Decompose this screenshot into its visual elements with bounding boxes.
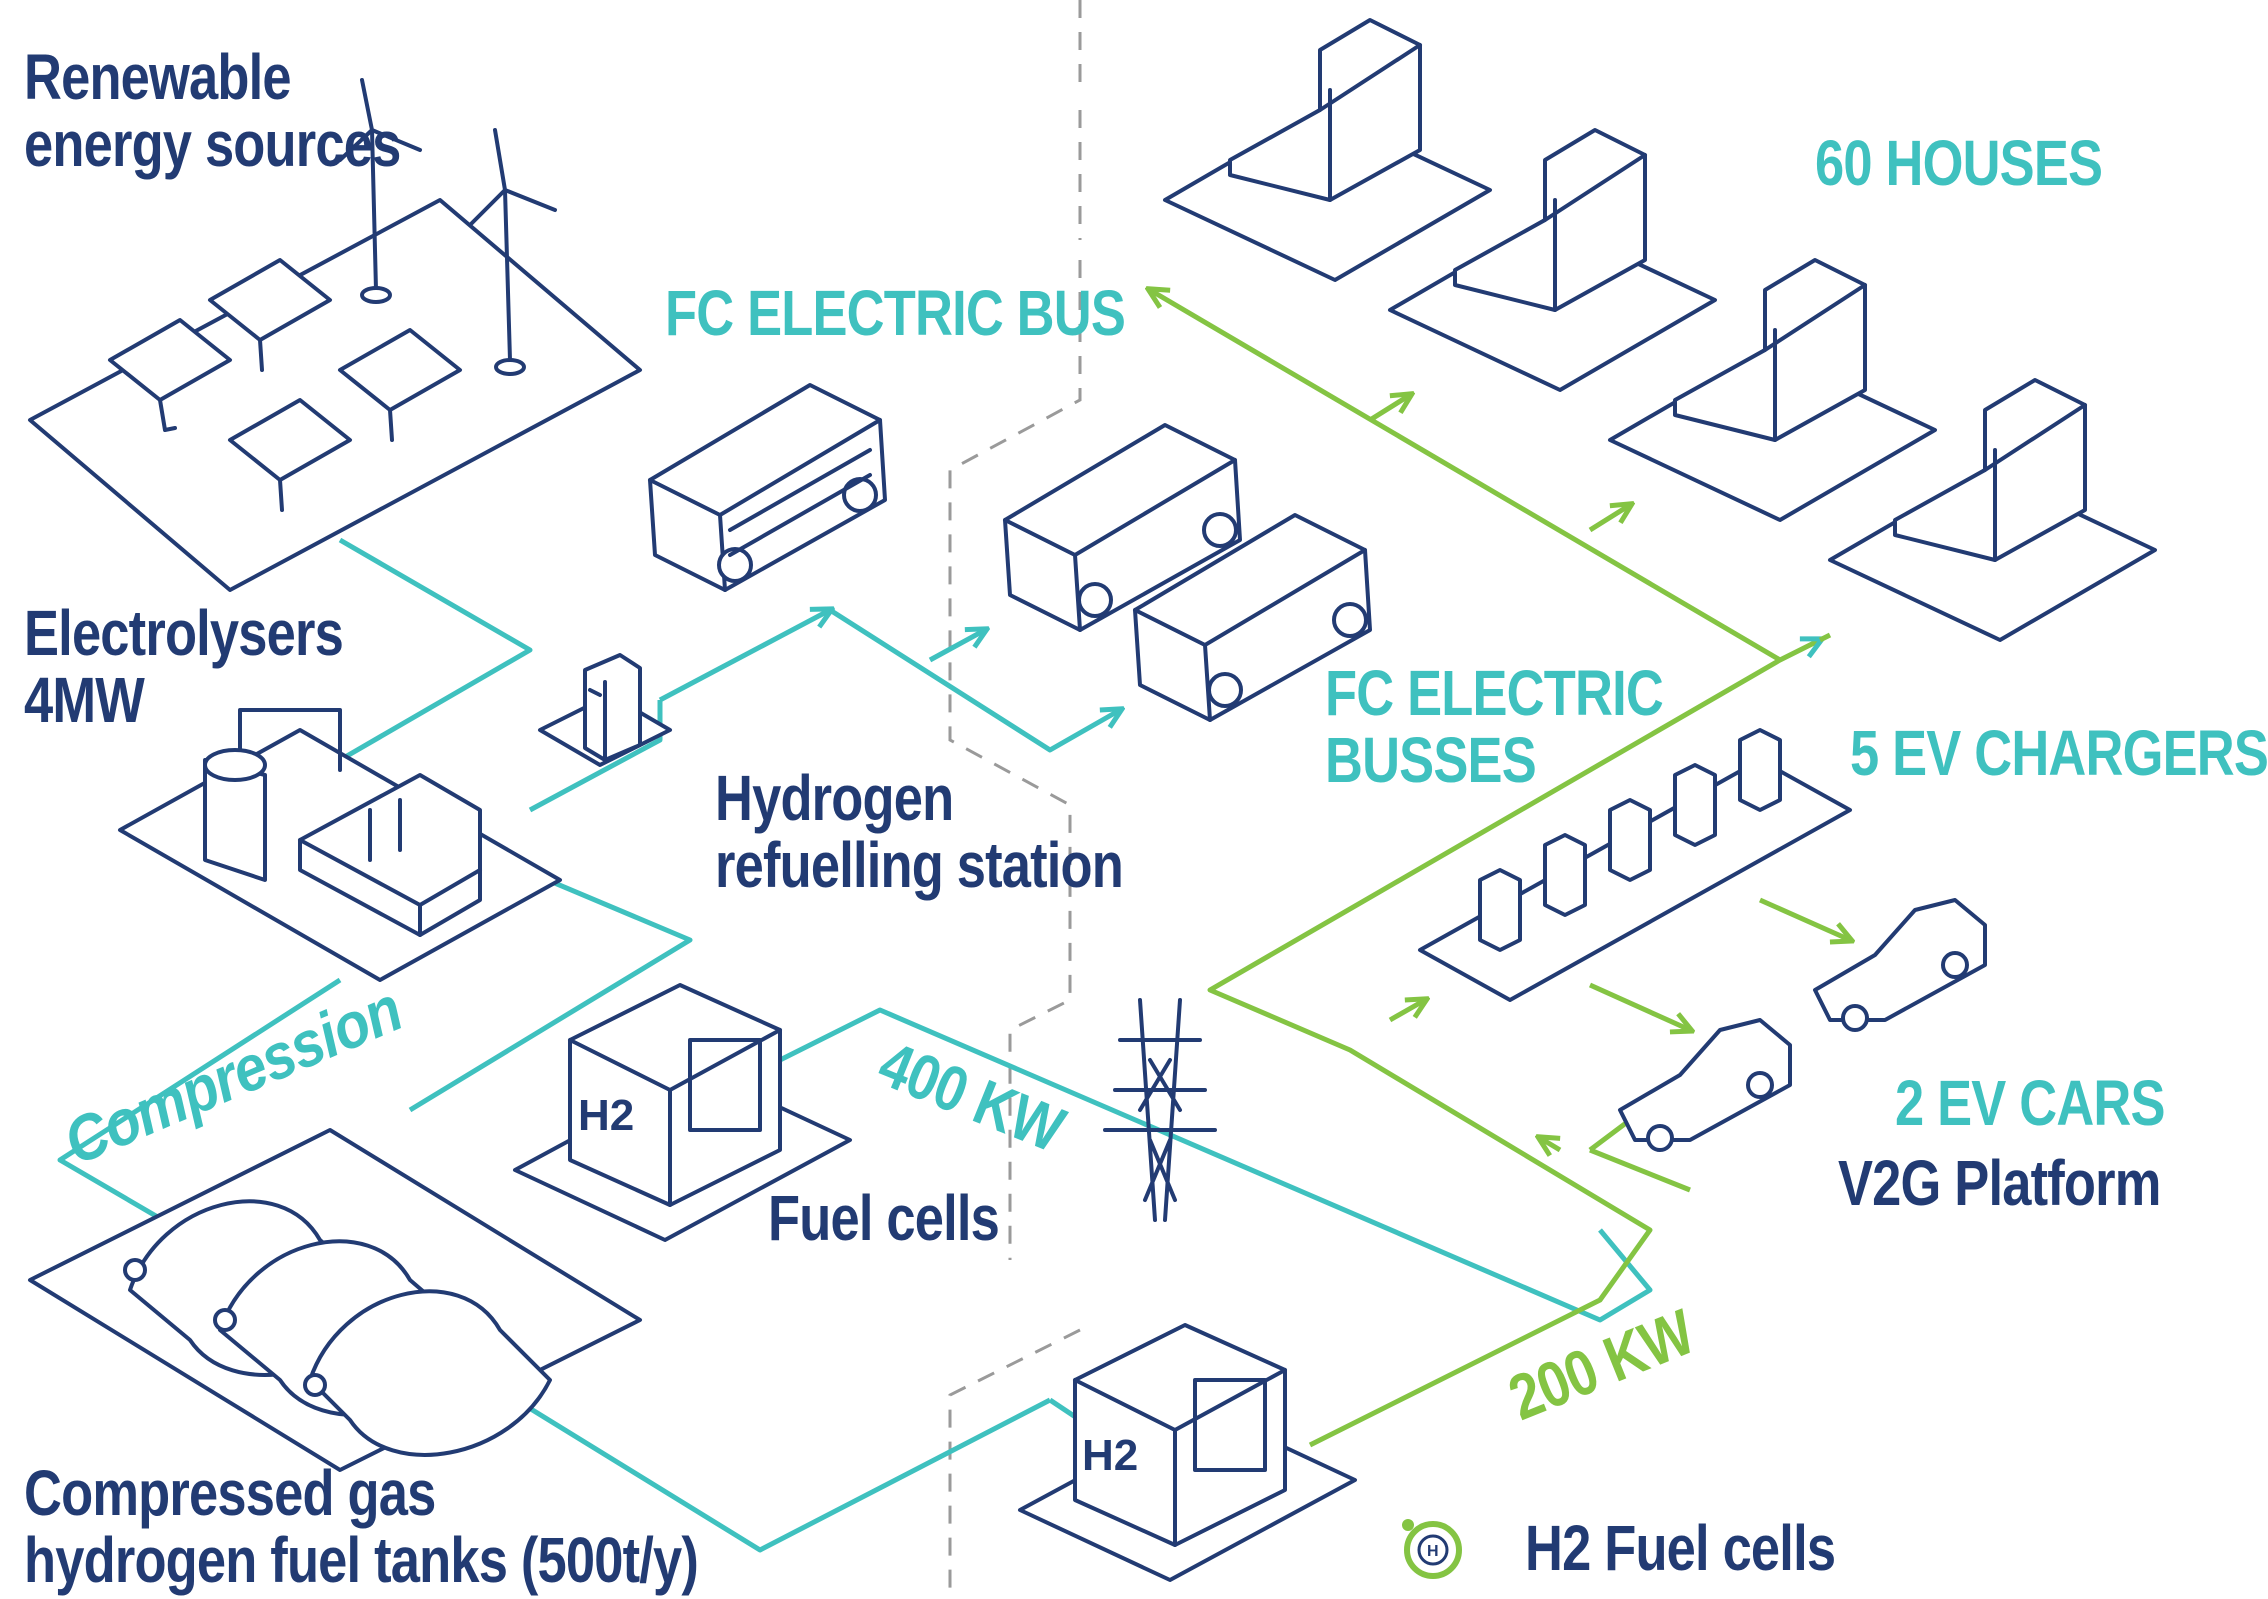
solar-panel-icon [108,258,462,512]
houses-label: 60 HOUSES [1815,127,2103,199]
h-glyph: H [1427,1543,1439,1560]
tanks-label: Compressed gas hydrogen fuel tanks (500t… [24,1457,699,1597]
refuelling-line-2: refuelling station [715,829,1124,902]
electrolysers-label: Electrolysers 4MW [24,597,344,737]
h2-tag: H2 [578,1091,634,1140]
fuel-cells-label: Fuel cells [768,1182,1000,1254]
refuelling-label: Hydrogen refuelling station [715,762,1124,902]
house-icon [1608,258,1937,522]
fuel-cell-icon [1018,1323,1357,1582]
renewable-line-2: energy sources [24,108,401,181]
fc-busses-label: FC ELECTRIC BUSSES [1325,657,1664,797]
chargers-label: 5 EV CHARGERS [1850,717,2268,789]
electrolysers-line-2: 4MW [24,664,145,737]
h2-tag: H2 [1082,1431,1138,1480]
house-icon [1828,378,2157,642]
electrolysers-line-1: Electrolysers [24,597,344,669]
electrolyser-icon [118,708,562,982]
ev-charger-icon [1418,728,1852,1002]
divider-line [948,0,1082,1599]
v2g-label: V2G Platform [1838,1147,2161,1219]
tanks-line-2: hydrogen fuel tanks (500t/y) [24,1524,699,1597]
fuel-cell-icon [513,983,852,1242]
ev-cars-label: 2 EV CARS [1895,1067,2165,1139]
pylon-icon [1103,998,1217,1222]
renewable-line-1: Renewable [24,41,292,113]
wind-turbine-icon [338,78,557,376]
hydrogen-tank-icon [28,1128,642,1472]
legend-h2-label: H2 Fuel cells [1525,1512,1836,1584]
house-icon [1388,128,1717,392]
car-icon [1618,898,1987,1152]
tanks-line-1: Compressed gas [24,1457,436,1529]
fc-busses-line-1: FC ELECTRIC [1325,657,1664,729]
electricity-network-lines [1150,290,1850,1448]
bus-icon [648,383,887,592]
bus-icon [1003,423,1372,722]
fc-bus-label: FC ELECTRIC BUS [665,277,1126,349]
refuelling-line-1: Hydrogen [715,762,954,834]
renewable-label: Renewable energy sources [24,41,401,181]
h2-fuel-cell-legend-icon: H [1402,1519,1462,1579]
renewable-platform [28,198,642,592]
fc-busses-line-2: BUSSES [1325,724,1537,797]
refuelling-pump-icon [538,653,672,767]
house-icon [1163,18,1492,282]
energy-system-diagram: H2 H2 [28,0,2157,1599]
